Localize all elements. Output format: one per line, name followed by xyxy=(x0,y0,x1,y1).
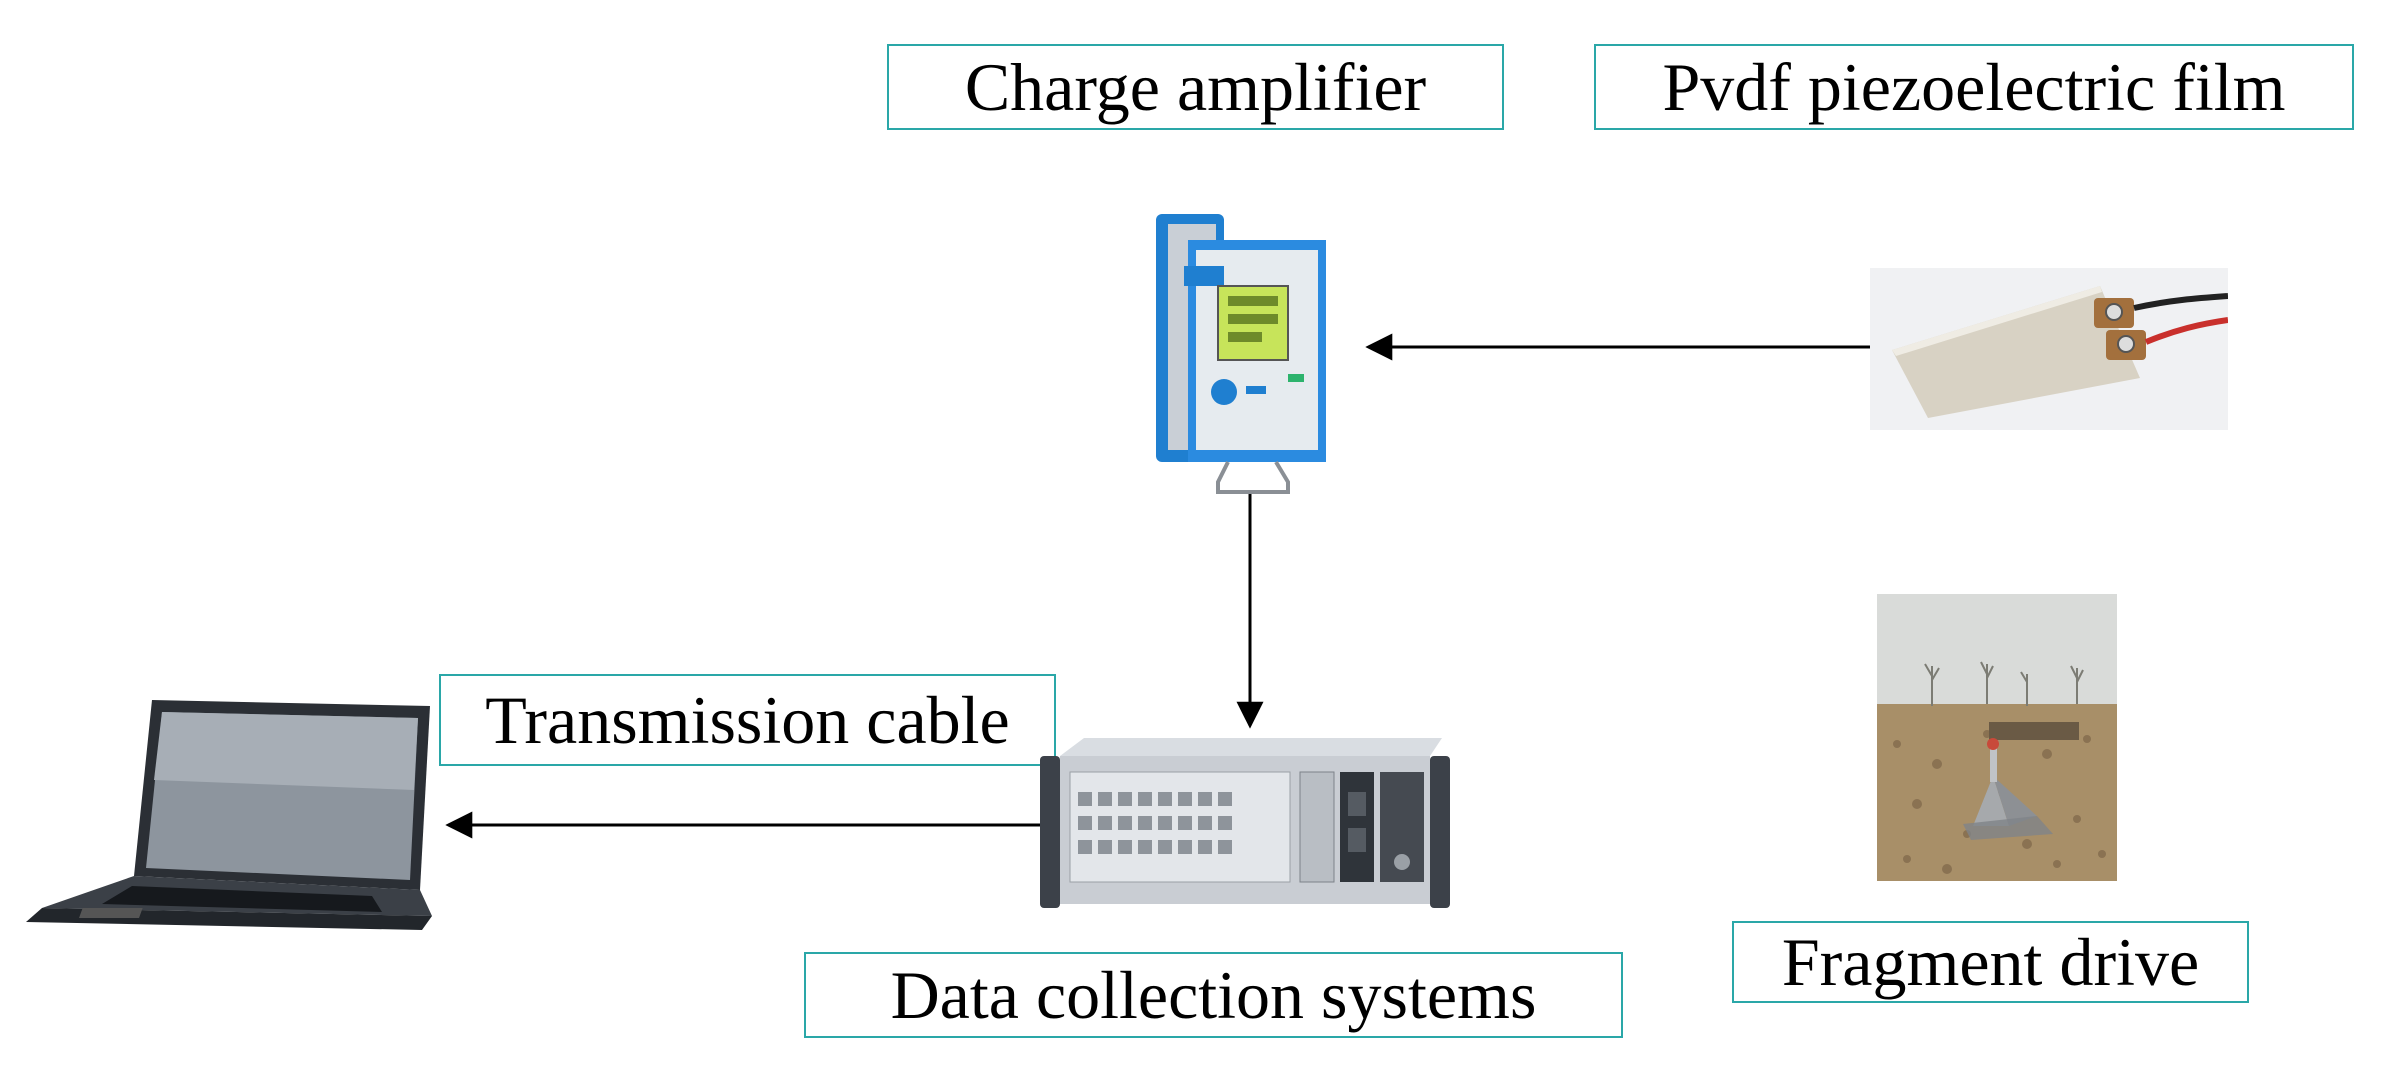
transmission-cable-label: Transmission cable xyxy=(439,674,1056,766)
laptop-image xyxy=(26,700,432,930)
pvdf-film-label: Pvdf piezoelectric film xyxy=(1594,44,2354,130)
pvdf-film-image xyxy=(1870,268,2228,430)
data-collection-systems-label: Data collection systems xyxy=(804,952,1623,1038)
charge-amplifier-label: Charge amplifier xyxy=(887,44,1504,130)
data-collection-system-image xyxy=(1040,738,1450,908)
fragment-drive-label: Fragment drive xyxy=(1732,921,2249,1003)
charge-amplifier-image xyxy=(1156,214,1326,494)
fragment-drive-photo xyxy=(1877,594,2117,881)
